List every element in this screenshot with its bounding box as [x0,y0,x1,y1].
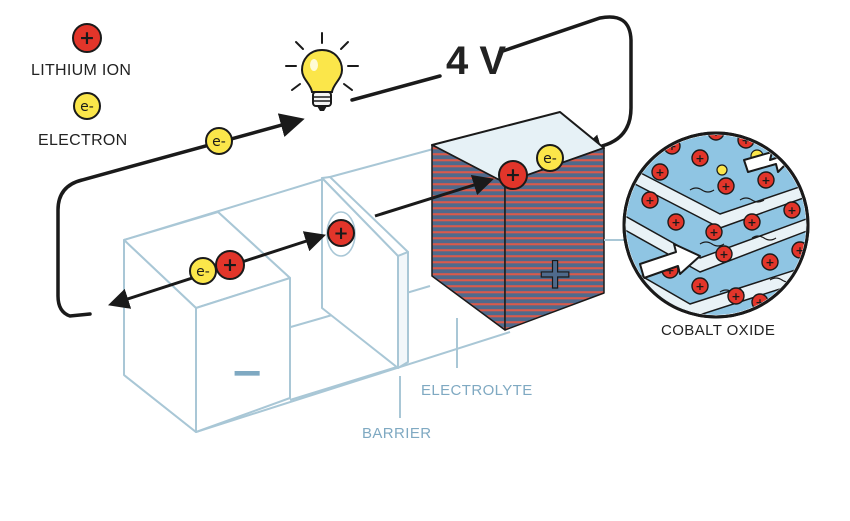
legend-ion-icon: + [72,23,102,53]
svg-text:+: + [645,194,654,207]
svg-text:+: + [731,290,740,303]
svg-text:e-: e- [80,99,94,115]
anode-ion: + [215,250,245,280]
svg-text:e-: e- [212,134,226,150]
svg-text:+: + [333,223,348,244]
svg-text:+: + [761,174,770,187]
cobalt-oxide-label: COBALT OXIDE [661,322,775,339]
svg-text:+: + [505,164,521,186]
svg-text:+: + [741,134,750,147]
svg-text:+: + [765,256,774,269]
svg-text:+: + [795,164,804,177]
barrier [321,176,409,369]
svg-text:+: + [709,226,718,239]
cathode-block: + [431,111,605,331]
cathode-plus-sign: + [537,248,574,299]
cobalt-oxide-zoom: ++ ++ ++ ++ ++ ++ ++ ++ ++ ++ [622,126,810,319]
light-bulb-icon [285,32,359,111]
legend: + LITHIUM ION e- ELECTRON [31,23,131,149]
svg-text:+: + [787,204,796,217]
legend-electron-icon: e- [73,92,101,120]
svg-text:+: + [747,216,756,229]
svg-text:+: + [222,254,238,276]
wire-electron: e- [205,127,233,155]
svg-text:e-: e- [196,264,210,280]
svg-text:+: + [695,152,704,165]
svg-text:+: + [719,248,728,261]
circuit-wire-top [350,15,633,152]
svg-text:e-: e- [543,151,557,167]
anode-electron: e- [189,257,217,285]
svg-text:+: + [721,180,730,193]
voltage-label: 4 V [446,39,506,83]
legend-electron-label: ELECTRON [38,132,128,149]
svg-text:+: + [695,280,704,293]
svg-text:+: + [667,140,676,153]
cathode-ion: + [498,160,528,190]
legend-ion-label: LITHIUM ION [31,62,131,79]
svg-text:+: + [795,244,804,257]
svg-text:+: + [655,166,664,179]
electrolyte-label: ELECTROLYTE [421,382,533,399]
barrier-ion: + [327,219,355,247]
svg-text:+: + [79,27,95,49]
anode-minus-sign: − [230,350,264,396]
svg-text:+: + [755,296,764,309]
svg-text:+: + [711,126,720,139]
anode-block [123,211,291,433]
ion-path-arrow [374,174,495,218]
svg-text:+: + [671,216,680,229]
svg-text:+: + [665,264,674,277]
circuit-wire [56,113,305,318]
cathode-electron: e- [536,144,564,172]
barrier-label: BARRIER [362,425,431,442]
